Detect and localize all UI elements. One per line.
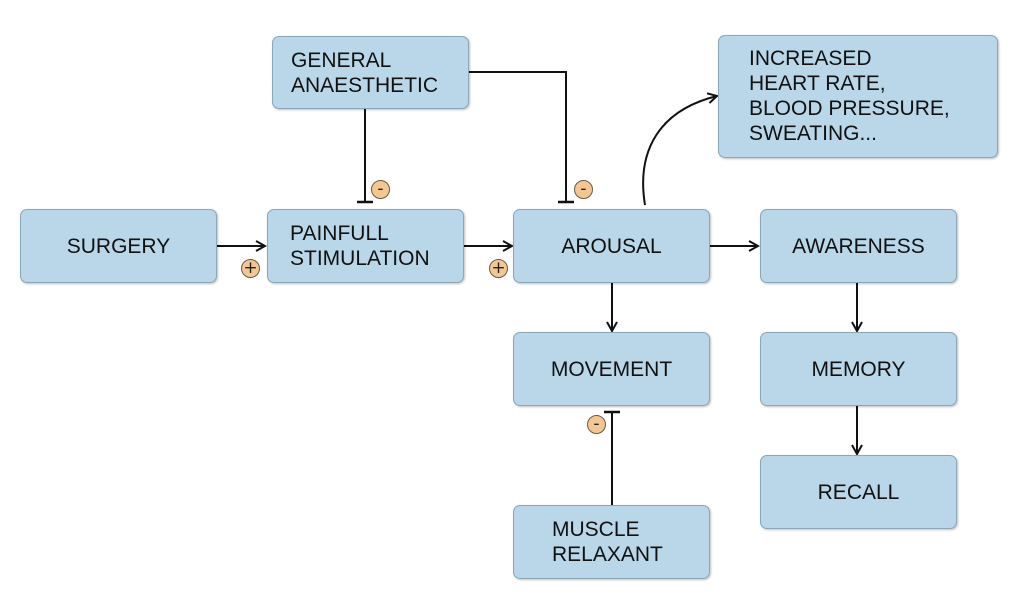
node-muscle-relaxant: MUSCLE RELAXANT: [513, 505, 710, 579]
minus-sign-anaesthetic-arousal: -: [574, 180, 593, 199]
node-general-anaesthetic: GENERAL ANAESTHETIC: [272, 36, 469, 109]
plus-sign-painful-arousal: +: [489, 259, 508, 278]
minus-sign-relaxant-movement: -: [587, 415, 606, 434]
minus-sign-anaesthetic-painful: -: [371, 180, 390, 199]
node-movement: MOVEMENT: [513, 332, 710, 406]
node-recall: RECALL: [760, 455, 957, 529]
node-painful-stimulation: PAINFULL STIMULATION: [267, 209, 464, 283]
node-increased-heart-rate: INCREASED HEART RATE, BLOOD PRESSURE, SW…: [718, 35, 998, 158]
node-memory: MEMORY: [760, 332, 957, 406]
edge-arousal-to-increased-heart-rate: [642, 96, 717, 206]
node-surgery: SURGERY: [20, 209, 217, 283]
node-awareness: AWARENESS: [760, 209, 957, 283]
edge-relaxant-inhibits-movement: [604, 410, 620, 505]
edge-anaesthetic-inhibits-painful: [357, 109, 373, 204]
plus-sign-surgery-painful: +: [241, 259, 260, 278]
node-arousal: AROUSAL: [513, 209, 710, 283]
edge-anaesthetic-inhibits-arousal: [469, 71, 574, 204]
